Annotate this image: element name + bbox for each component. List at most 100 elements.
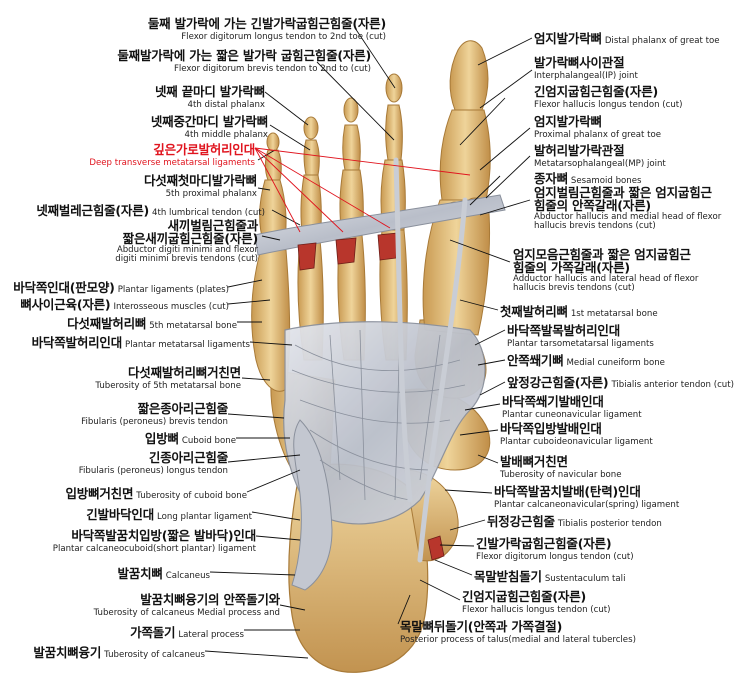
label-english-text: 4th middle phalanx — [184, 129, 268, 140]
label-korean-text: 가쪽돌기 — [130, 625, 176, 640]
label-korean-text: 발배뼈거친면 — [500, 454, 568, 469]
label-korean-text: 둘째발가락에 가는 짧은 발가락 굽힘근힘줄(자른) — [117, 48, 371, 63]
label-english-text: Flexor digitorum longus tendon to 2nd to… — [181, 31, 386, 42]
label-english-text: Long plantar ligament — [157, 512, 252, 522]
abductor-hallucis-ko: 엄지벌림근힘줄과 짧은 엄지굽힘근 힘줄의 안쪽갈래(자른) — [534, 185, 712, 214]
label-korean-text: 바닥쪽입방발배인대 — [500, 421, 602, 436]
toe-4 — [300, 116, 322, 241]
label-english-text: Flexor hallucis longus tendon (cut) — [462, 604, 611, 615]
label-korean-text: 입방뼈거친면 — [65, 486, 134, 501]
label-english-text: Plantar ligaments (plates) — [117, 285, 229, 295]
label-english-text: 4th lumbrical tendon (cut) — [152, 208, 265, 218]
label-english-text: Tibialis anterior tendon (cut) — [611, 380, 734, 390]
label-korean-text: 첫째발허리뼈 — [500, 304, 568, 319]
toe-5 — [259, 132, 287, 246]
label-english-text: Proximal phalanx of great toe — [534, 129, 662, 140]
label-english-text: Interosseous muscles (cut) — [113, 302, 229, 312]
adductor-hallucis-en: Adductor hallucis and lateral head of fl… — [513, 274, 699, 294]
toe-1 — [439, 40, 491, 201]
label-korean-text: 둘째 발가락에 가는 긴발가락굽힘근힘줄(자른) — [147, 16, 386, 31]
label-korean-text: 바닥쪽발목발허리인대 — [507, 323, 621, 338]
label-korean-text: 종자뼈 — [534, 171, 568, 186]
label-korean-text: 긴엄지굽힘근힘줄(자른) — [534, 84, 659, 99]
label-korean-text: 다섯째발허리뼈거친면 — [127, 365, 241, 380]
label-korean-text: 넷째중간마디 발가락뼈 — [150, 114, 268, 129]
label-english-text: Interphalangeal(IP) joint — [534, 70, 638, 81]
label-english-text: Fibularis (peroneus) brevis tendon — [81, 416, 228, 427]
label-korean-text: 목말받침돌기 — [474, 569, 542, 584]
label-english-text: Metatarsophalangeal(MP) joint — [534, 158, 666, 169]
metatarsal-5 — [251, 244, 291, 392]
label-english-text: 5th proximal phalanx — [165, 188, 257, 199]
label-korean-text: 긴발가락굽힘근힘줄(자른) — [476, 536, 612, 551]
label-tibialis-anterior: 앞정강근힘줄(자른)Tibialis anterior tendon (cut) — [507, 374, 734, 391]
label-english-text: Plantar tarsometatarsal ligaments — [507, 338, 654, 349]
label-english-text: Plantar cuneonavicular ligament — [502, 409, 642, 420]
label-english-text: Plantar metatarsal ligaments — [125, 340, 250, 350]
label-korean-text: 입방뼈 — [144, 431, 179, 446]
label-fhl-tendon-top: 긴엄지굽힘근힘줄(자른)Flexor hallucis longus tendo… — [534, 83, 683, 110]
label-korean-text: 목말뼈뒤돌기(안쪽과 가쪽결절) — [400, 619, 563, 634]
label-english-text: Tuberosity of cuboid bone — [136, 491, 247, 501]
label-english-text: Sesamoid bones — [570, 176, 642, 186]
label-english-text: Flexor digitorum longus tendon (cut) — [476, 551, 634, 562]
label-english-text: Plantar cuboideonavicular ligament — [500, 436, 653, 447]
cut-tendons — [297, 232, 445, 561]
label-adductor-hallucis: 엄지모음근힘줄과 짧은 엄지굽힘근 힘줄의 가쪽갈래(자른) Adductor … — [513, 248, 698, 293]
label-english-text: 1st metatarsal bone — [570, 309, 658, 319]
label-english-text: 4th distal phalanx — [187, 99, 265, 110]
label-korean-text: 긴종아리근힘줄 — [148, 450, 228, 465]
toe-3 — [339, 97, 364, 236]
label-korean-text: 다섯째발허리뼈 — [67, 316, 147, 331]
label-english-text: Calcaneus — [165, 571, 210, 581]
label-english-text: Flexor digitorum brevis tendon to 2nd to… — [173, 63, 371, 74]
label-korean-text: 바닥쪽발허리인대 — [31, 335, 123, 350]
label-english-text: Distal phalanx of great toe — [604, 36, 720, 46]
label-korean-text: 앞정강근힘줄(자른) — [507, 375, 609, 390]
label-korean-text: 넷째 끝마디 발가락뼈 — [154, 84, 265, 99]
label-english-text: Tuberosity of calcaneus Medial process a… — [93, 607, 280, 618]
label-english-text: Flexor hallucis longus tendon (cut) — [534, 99, 683, 110]
label-english-text: Cuboid bone — [181, 436, 236, 446]
label-english-text: Tibialis posterior tendon — [557, 519, 662, 529]
label-english-text: Posterior process of talus(medial and la… — [400, 634, 636, 645]
label-korean-text: 엄지발가락뼈 — [534, 31, 602, 46]
label-korean-text: 발꿈치뼈융기의 안쪽돌기와 — [140, 592, 280, 607]
label-english-text: Tuberosity of calcaneus — [104, 650, 205, 660]
label-english-text: Sustentaculum tali — [544, 574, 626, 584]
label-english-text: Fibularis (peroneus) longus tendon — [78, 465, 228, 476]
label-english-text: Tuberosity of navicular bone — [500, 469, 622, 480]
abductor-digiti-minimi-en: Abductor digiti minimi and flexor digiti… — [115, 245, 258, 265]
label-korean-text: 바닥쪽쐐기발배인대 — [502, 394, 604, 409]
label-korean-text: 바닥쪽발꿈치입방(짧은 발바닥)인대 — [71, 528, 256, 543]
label-korean-text: 바닥쪽발꿈치발배(탄력)인대 — [494, 484, 641, 499]
label-fdl-tendon-2nd-toe: 둘째 발가락에 가는 긴발가락굽힘근힘줄(자른)Flexor digitorum… — [148, 15, 386, 42]
label-korean-text: 안쪽쐐기뼈 — [507, 353, 564, 368]
label-korean-text: 넷째벌레근힘줄(자른) — [36, 203, 150, 218]
toe-2 — [380, 73, 406, 231]
label-korean-text: 깊은가로발허리인대 — [153, 142, 255, 157]
label-korean-text: 긴발바닥인대 — [86, 507, 155, 522]
